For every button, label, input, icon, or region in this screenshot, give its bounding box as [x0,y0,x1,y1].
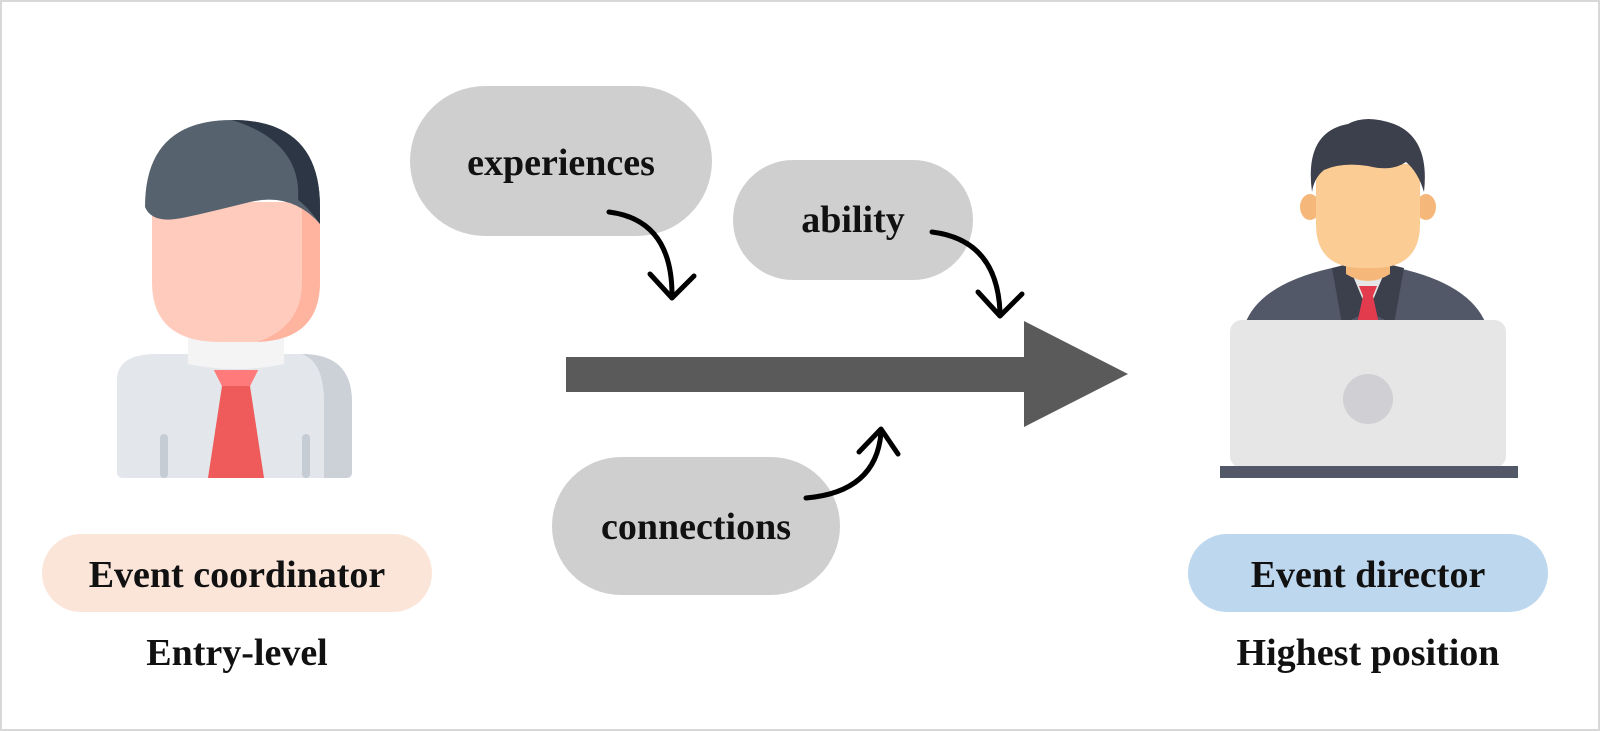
experiences-label: experiences [467,142,655,184]
progression-arrow [566,321,1128,427]
ability-bubble [733,160,973,280]
ability-curve-arrow [929,229,1025,319]
connections-bubble [552,457,840,595]
director-at-laptop-icon [1220,119,1518,478]
connections-label: connections [601,506,791,548]
entry-level-person-icon [117,120,352,478]
entry-role-pill [42,534,432,612]
connections-curve-arrow [803,426,901,501]
entry-role-label: Event coordinator [89,554,386,596]
ability-label: ability [801,199,904,241]
experiences-curve-arrow [606,209,697,301]
director-role-label: Event director [1251,554,1486,596]
director-role-pill [1188,534,1548,612]
experiences-bubble [410,86,712,236]
highest-position-label: Highest position [1237,632,1500,674]
entry-level-label: Entry-level [146,632,328,674]
